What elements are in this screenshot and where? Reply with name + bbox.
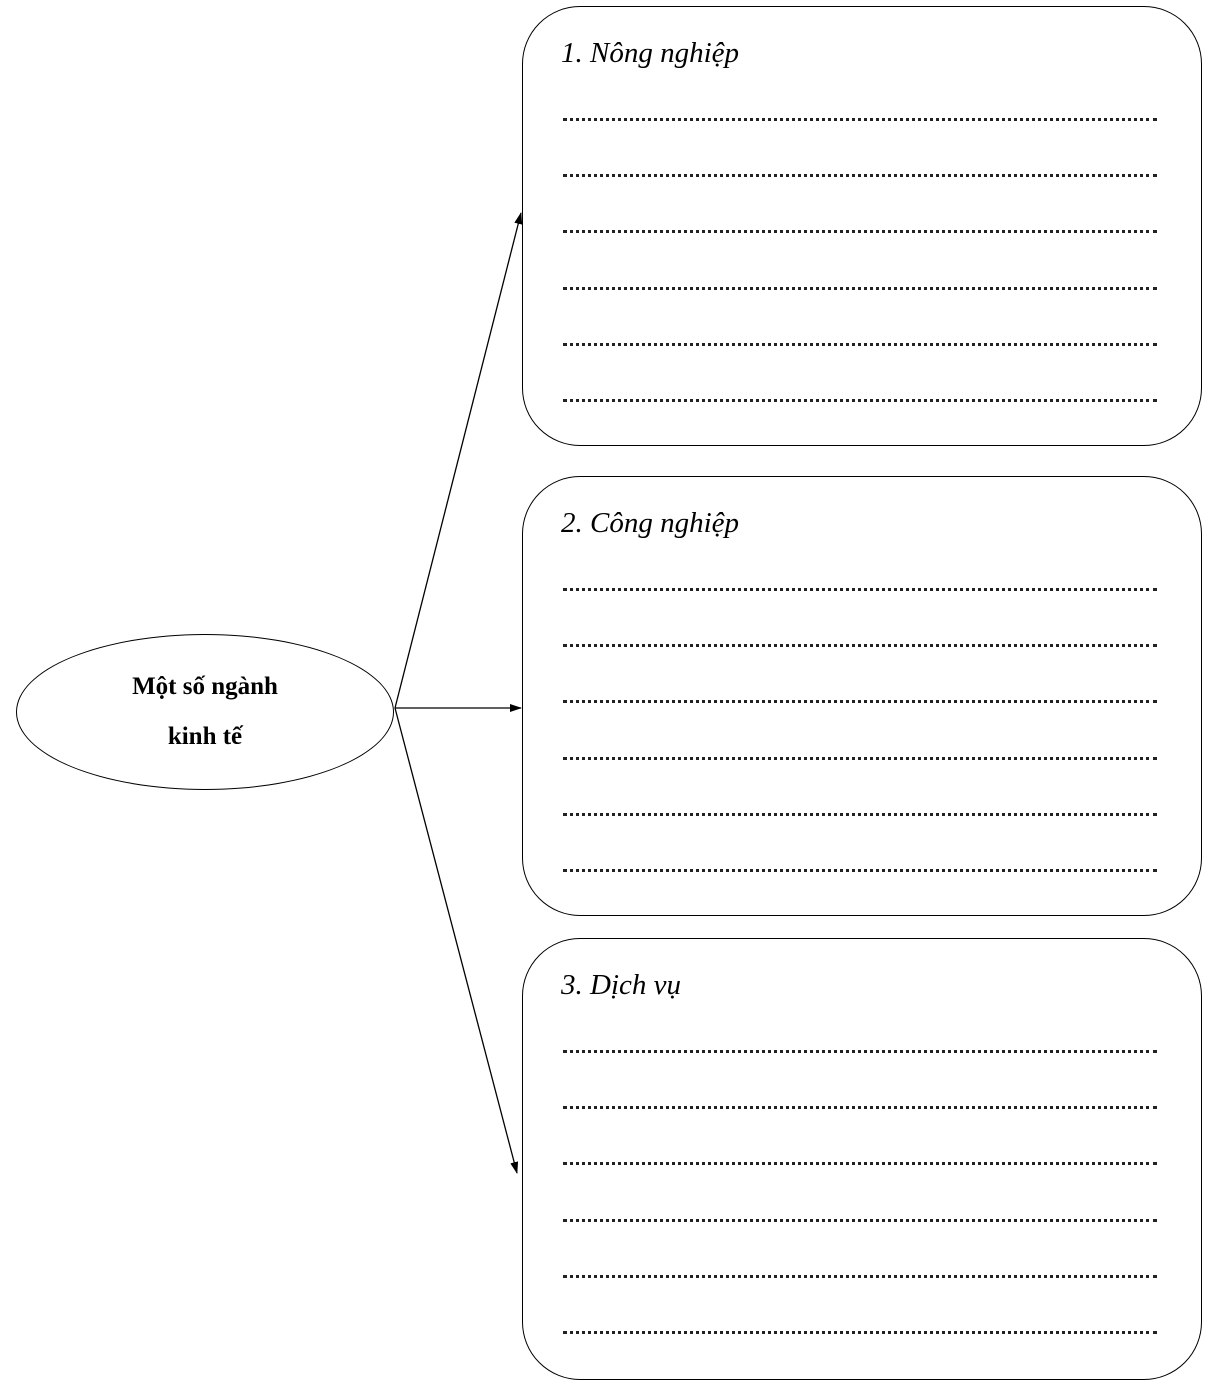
branch-title-cong-nghiep: 2. Công nghiệp xyxy=(561,507,740,539)
answer-line[interactable] xyxy=(563,399,1157,402)
answer-line[interactable] xyxy=(563,1106,1157,1109)
branch-box-dich-vu: 3. Dịch vụ xyxy=(522,938,1202,1380)
answer-line[interactable] xyxy=(563,644,1157,647)
central-topic-ellipse: Một số ngành kinh tế xyxy=(16,634,394,790)
answer-line[interactable] xyxy=(563,1050,1157,1053)
answer-line[interactable] xyxy=(563,813,1157,816)
answer-line[interactable] xyxy=(563,343,1157,346)
answer-line[interactable] xyxy=(563,869,1157,872)
central-topic-line-2: kinh tế xyxy=(167,723,243,750)
branch-title-nong-nghiep: 1. Nông nghiệp xyxy=(561,37,740,69)
answer-line[interactable] xyxy=(563,230,1157,233)
answer-line[interactable] xyxy=(563,1331,1157,1334)
branch-box-nong-nghiep: 1. Nông nghiệp xyxy=(522,6,1202,446)
answer-line[interactable] xyxy=(563,287,1157,290)
answer-line[interactable] xyxy=(563,588,1157,591)
branch-box-cong-nghiep: 2. Công nghiệp xyxy=(522,476,1202,916)
central-topic-line-1: Một số ngành xyxy=(132,673,278,700)
answer-line[interactable] xyxy=(563,1162,1157,1165)
answer-line[interactable] xyxy=(563,700,1157,703)
answer-line[interactable] xyxy=(563,1219,1157,1222)
arrow-to-nong-nghiep xyxy=(394,212,523,709)
answer-line[interactable] xyxy=(563,757,1157,760)
answer-line[interactable] xyxy=(563,174,1157,177)
answer-line[interactable] xyxy=(563,118,1157,121)
branch-title-dich-vu: 3. Dịch vụ xyxy=(561,969,681,1001)
arrow-to-dich-vu xyxy=(394,707,519,1174)
answer-line[interactable] xyxy=(563,1275,1157,1278)
